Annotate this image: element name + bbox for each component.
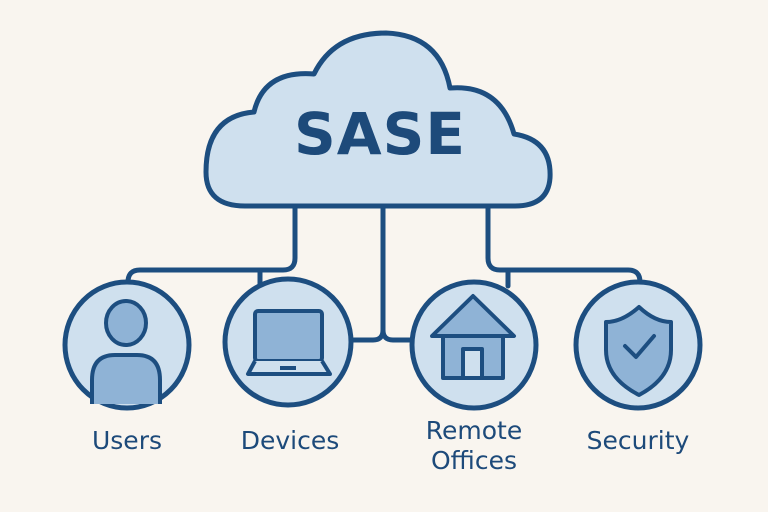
node-users (62, 279, 192, 411)
cloud-title: SASE (293, 100, 467, 168)
connectors (125, 203, 643, 343)
shield-check-icon (604, 305, 673, 397)
cloud-shape (203, 30, 553, 209)
connector-center (349, 203, 414, 343)
label-users: Users (91, 426, 162, 455)
connector-users (125, 203, 298, 285)
node-security (573, 279, 703, 411)
node-remote-offices (409, 279, 539, 411)
laptop-icon (246, 309, 332, 376)
label-security: Security (586, 426, 690, 455)
label-remote-offices: Remote Offices (425, 416, 523, 475)
node-devices (222, 276, 354, 408)
house-icon (430, 294, 516, 380)
label-devices: Devices (240, 426, 340, 455)
connector-security (485, 203, 643, 285)
user-icon (90, 299, 162, 404)
